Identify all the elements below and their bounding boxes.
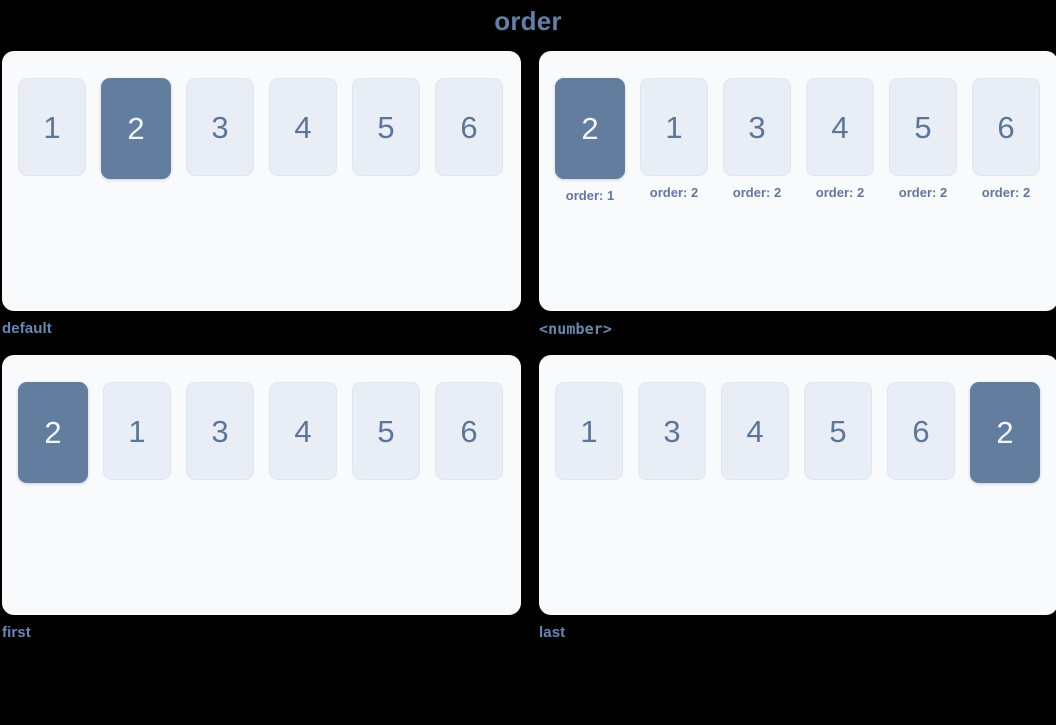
item-wrapper: 4	[269, 78, 337, 176]
order-item[interactable]: 4	[269, 78, 337, 176]
order-item[interactable]: 6	[435, 382, 503, 480]
order-item[interactable]: 6	[887, 382, 955, 480]
item-wrapper: 3	[186, 78, 254, 176]
item-wrapper: 6 order: 2	[972, 78, 1040, 199]
order-item[interactable]: 6	[435, 78, 503, 176]
item-wrapper: 4	[269, 382, 337, 480]
order-item[interactable]: 5	[889, 78, 957, 176]
order-item[interactable]: 5	[352, 78, 420, 176]
panel-caption: last	[539, 624, 566, 641]
page-title: order	[494, 6, 562, 36]
order-value-label: order: 2	[815, 185, 865, 200]
order-item[interactable]: 4	[269, 382, 337, 480]
order-item[interactable]: 5	[804, 382, 872, 480]
panel-caption: <number>	[539, 320, 613, 338]
panel-caption: default	[2, 320, 52, 337]
order-item[interactable]: 1	[103, 382, 171, 480]
item-wrapper: 3	[638, 382, 706, 480]
demo-cell: 2 order: 1 1 order: 2 3 order: 2 4 order: 2 5 ord…	[539, 51, 1056, 338]
order-item[interactable]: 1	[640, 78, 708, 176]
item-wrapper: 2	[18, 382, 88, 483]
order-value-label: order: 2	[732, 185, 782, 200]
item-wrapper: 5	[352, 382, 420, 480]
item-wrapper: 2	[101, 78, 171, 179]
order-item-highlighted[interactable]: 2	[101, 78, 171, 179]
order-item[interactable]: 3	[186, 78, 254, 176]
order-item[interactable]: 4	[721, 382, 789, 480]
item-wrapper: 6	[435, 382, 503, 480]
item-wrapper: 6	[435, 78, 503, 176]
item-wrapper: 1 order: 2	[640, 78, 708, 199]
order-item[interactable]: 1	[18, 78, 86, 176]
demo-panel: 2 order: 1 1 order: 2 3 order: 2 4 order: 2 5 ord…	[539, 51, 1056, 311]
item-wrapper: 6	[887, 382, 955, 480]
order-value-label: order: 1	[565, 188, 615, 203]
item-wrapper: 4 order: 2	[806, 78, 874, 199]
order-item[interactable]: 3	[638, 382, 706, 480]
item-row: 2 order: 1 1 order: 2 3 order: 2 4 order: 2 5 ord…	[555, 78, 1056, 202]
order-item[interactable]: 5	[352, 382, 420, 480]
item-wrapper: 4	[721, 382, 789, 480]
order-item[interactable]: 6	[972, 78, 1040, 176]
item-wrapper: 2	[970, 382, 1040, 483]
order-item[interactable]: 1	[555, 382, 623, 480]
order-value-label: order: 2	[898, 185, 948, 200]
panel-caption: first	[2, 624, 31, 641]
item-wrapper: 5	[804, 382, 872, 480]
item-wrapper: 3	[186, 382, 254, 480]
order-item-highlighted[interactable]: 2	[970, 382, 1040, 483]
order-item[interactable]: 4	[806, 78, 874, 176]
order-value-label: order: 2	[981, 185, 1031, 200]
item-wrapper: 1	[18, 78, 86, 176]
order-item[interactable]: 3	[723, 78, 791, 176]
order-item-highlighted[interactable]: 2	[18, 382, 88, 483]
item-wrapper: 2 order: 1	[555, 78, 625, 202]
order-item-highlighted[interactable]: 2	[555, 78, 625, 179]
order-value-label: order: 2	[649, 185, 699, 200]
item-wrapper: 5	[352, 78, 420, 176]
item-wrapper: 1	[103, 382, 171, 480]
item-wrapper: 5 order: 2	[889, 78, 957, 199]
item-wrapper: 3 order: 2	[723, 78, 791, 199]
order-item[interactable]: 3	[186, 382, 254, 480]
item-wrapper: 1	[555, 382, 623, 480]
